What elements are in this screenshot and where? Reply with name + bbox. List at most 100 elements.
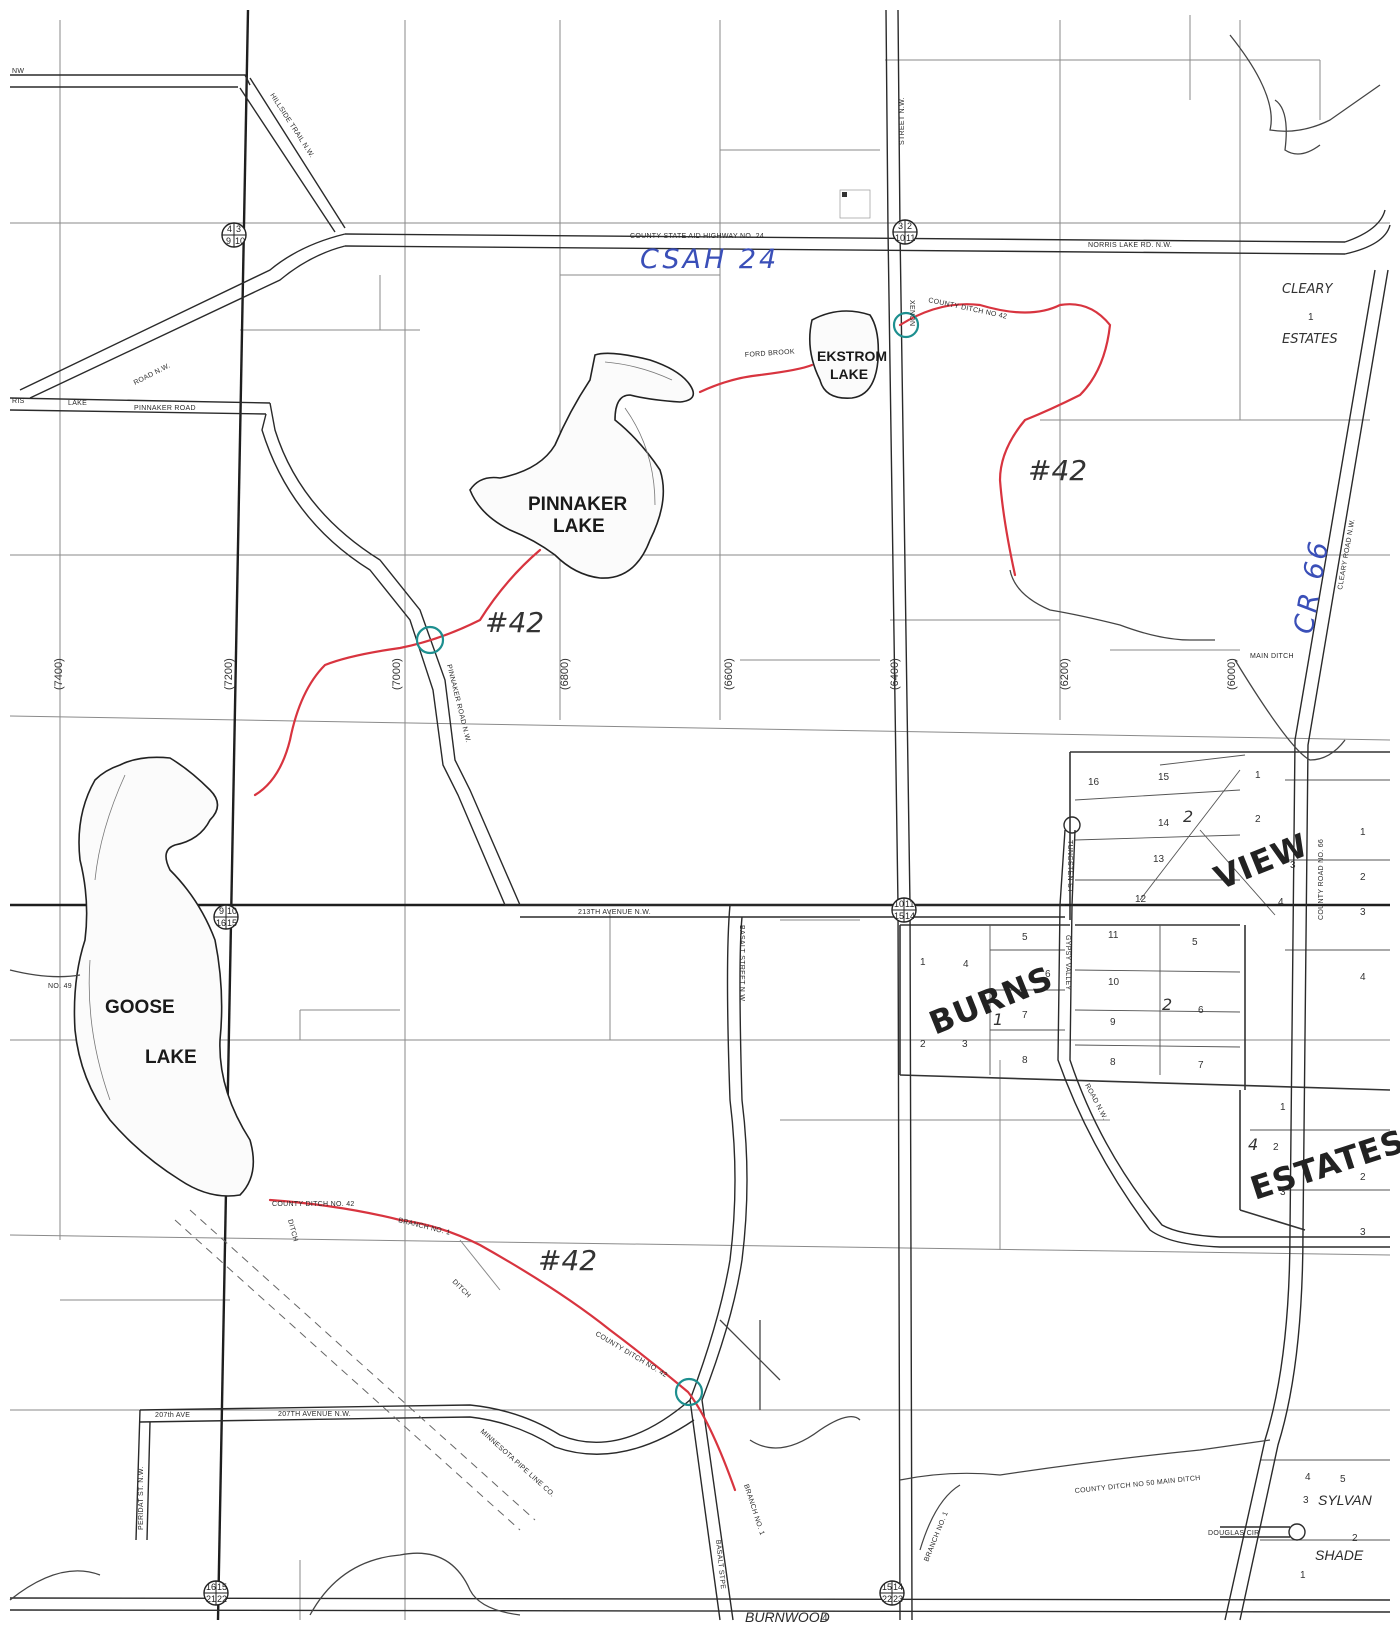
- label-cd42-diag: COUNTY DITCH NO. 42: [594, 1331, 668, 1380]
- addr-7000: (7000): [391, 658, 403, 690]
- svg-text:2: 2: [1273, 1142, 1279, 1153]
- label-branch1-c: BRANCH NO. 1: [923, 1511, 949, 1563]
- road-burnwood: [9, 1597, 1391, 1613]
- subdivision-labels: CLEARY ESTATES BURNS VIEW ESTATES SYLVAN…: [924, 282, 1400, 1563]
- label-207th-short: 207th AVE: [155, 1412, 190, 1419]
- water-labels: PINNAKER LAKE EKSTROM LAKE GOOSE LAKE FO…: [48, 297, 1294, 1563]
- svg-text:21: 21: [206, 1594, 216, 1604]
- svg-text:10: 10: [235, 236, 245, 246]
- label-douglas: DOUGLAS CIR: [1208, 1530, 1260, 1537]
- corner-e: 16 15 21 22: [203, 1580, 229, 1606]
- svg-text:10: 10: [895, 233, 905, 243]
- lot-lines: [989, 754, 1390, 1541]
- corner-b: 3 2 10 11: [892, 219, 918, 245]
- corner-c: 9 10 16 15: [213, 904, 239, 930]
- svg-text:16: 16: [206, 1582, 216, 1592]
- svg-text:15: 15: [1158, 772, 1170, 783]
- corner-a: 4 3 9 10: [221, 222, 247, 248]
- label-norris: NORRIS LAKE RD. N.W.: [1088, 242, 1172, 249]
- label-top-nw: NW: [12, 68, 24, 75]
- culvert-pinnaker: [415, 625, 445, 655]
- label-ditch2: DITCH: [451, 1278, 472, 1299]
- label-csah24-printed: COUNTY STATE AID HIGHWAY NO. 24: [630, 233, 764, 240]
- lot-numbers: 16 15 1 2 14 2 13 3 12 4 1 2 3 4 5 1 4 6…: [822, 312, 1366, 1624]
- roads: [9, 9, 1391, 1621]
- svg-text:3: 3: [1290, 860, 1296, 871]
- culvert-basalt: [674, 1377, 704, 1407]
- svg-text:8: 8: [1022, 1055, 1028, 1066]
- svg-text:7: 7: [1022, 1010, 1028, 1021]
- svg-text:10: 10: [227, 906, 237, 916]
- goose-lake: [73, 756, 255, 1197]
- addr-6600: (6600): [723, 658, 735, 690]
- svg-text:16: 16: [216, 918, 226, 928]
- label-basalt: BASALT STREET N.W.: [738, 925, 745, 1003]
- svg-text:5: 5: [1340, 1474, 1346, 1485]
- label-burnwood: BURNWOOD: [745, 1609, 830, 1625]
- svg-text:15: 15: [217, 1582, 227, 1592]
- address-labels: (7400) (7200) (7000) (6800) (6600) (6400…: [53, 658, 1238, 690]
- svg-text:4: 4: [822, 1613, 828, 1624]
- road-peridat: [135, 1409, 151, 1541]
- label-ris: RIS: [12, 398, 25, 405]
- svg-text:11: 11: [906, 233, 915, 243]
- building-symbol: [839, 189, 871, 219]
- svg-text:1: 1: [1300, 1570, 1306, 1581]
- annotation-42-east: #42: [1028, 454, 1087, 487]
- label-cd50: COUNTY DITCH NO 50 MAIN DITCH: [1074, 1475, 1200, 1495]
- estates-label: ESTATES: [1246, 1122, 1400, 1208]
- svg-text:1: 1: [920, 957, 926, 968]
- ditch42-east: [898, 303, 1112, 577]
- svg-text:15: 15: [227, 918, 237, 928]
- cleary-label-2: ESTATES: [1282, 332, 1338, 347]
- svg-text:3: 3: [898, 221, 903, 231]
- svg-text:2: 2: [1360, 872, 1366, 883]
- ditch42-south: [268, 1198, 737, 1492]
- svg-text:11: 11: [905, 899, 914, 909]
- pipeline: [174, 1209, 536, 1531]
- addr-6000: (6000): [1226, 658, 1238, 690]
- cleary-label-1: CLEARY: [1282, 282, 1333, 297]
- svg-text:2: 2: [920, 1039, 926, 1050]
- annotation-42-south: #42: [538, 1244, 597, 1277]
- svg-text:3: 3: [1360, 1227, 1366, 1238]
- svg-text:9: 9: [1110, 1017, 1116, 1028]
- svg-text:1: 1: [1308, 312, 1314, 323]
- label-pipeline: MINNESOTA PIPE LINE CO.: [479, 1428, 556, 1498]
- addr-7200: (7200): [223, 658, 235, 690]
- label-branch1-b: BRANCH NO. 1: [742, 1483, 765, 1536]
- corner-d: 10 11 15 14: [891, 897, 917, 923]
- svg-text:9: 9: [226, 236, 231, 246]
- label-213th: 213TH AVENUE N.W.: [578, 909, 651, 916]
- svg-text:15: 15: [894, 911, 904, 921]
- road-gypsy-valley: [1057, 829, 1390, 1248]
- pinnaker-lake-label-2: LAKE: [553, 516, 605, 537]
- label-pinnaker-road-ns: PINNAKER ROAD N.W.: [445, 664, 471, 744]
- view-label: VIEW: [1209, 826, 1314, 898]
- svg-text:9: 9: [219, 906, 224, 916]
- goose-lake-label-1: GOOSE: [105, 997, 175, 1018]
- svg-text:23: 23: [893, 1594, 903, 1604]
- county-ditch-50: [899, 1439, 1271, 1551]
- road-norris-lake: [19, 233, 346, 399]
- road-csah24: [344, 233, 1346, 255]
- svg-text:4: 4: [963, 959, 969, 970]
- shade-label: SHADE: [1315, 1547, 1364, 1563]
- county-ditch-42: [253, 303, 1112, 1492]
- svg-text:1: 1: [993, 1010, 1003, 1029]
- svg-text:14: 14: [1158, 818, 1170, 829]
- svg-text:4: 4: [1278, 897, 1284, 908]
- culvert-markers: [415, 311, 920, 1407]
- label-tungsten: TUNGSTEN ST: [1066, 840, 1073, 893]
- svg-text:1: 1: [1255, 770, 1261, 781]
- label-xenon-street: STREET N.W.: [899, 97, 906, 145]
- svg-text:3: 3: [962, 1039, 968, 1050]
- svg-text:13: 13: [1153, 854, 1165, 865]
- svg-text:7: 7: [1198, 1060, 1204, 1071]
- svg-text:2: 2: [1183, 807, 1193, 826]
- creeks: [9, 34, 1381, 1616]
- goose-lake-label-2: LAKE: [145, 1047, 197, 1068]
- svg-text:14: 14: [905, 911, 915, 921]
- annotation-42-mid: #42: [485, 606, 544, 639]
- svg-text:22: 22: [217, 1594, 227, 1604]
